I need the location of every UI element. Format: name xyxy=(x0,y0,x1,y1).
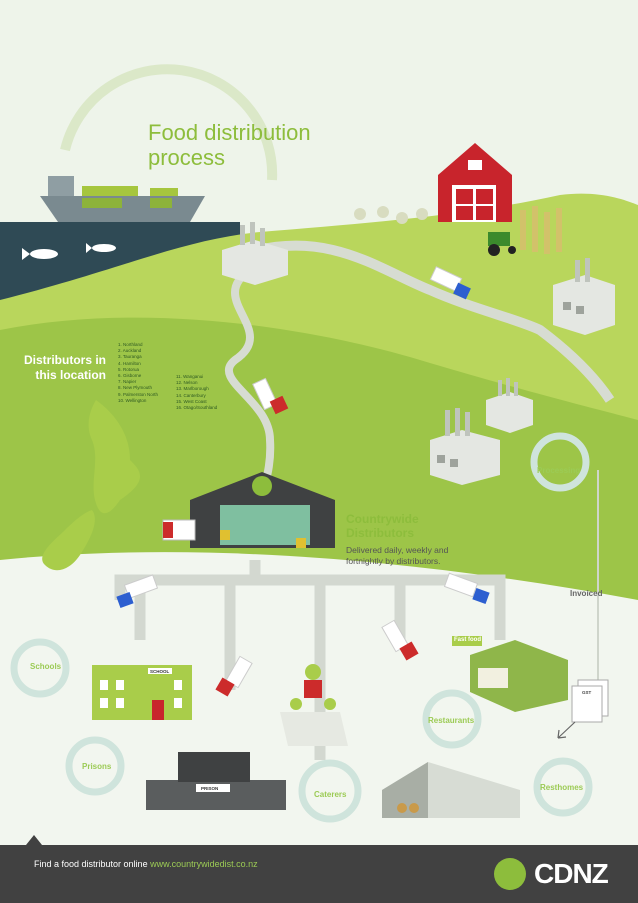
caterer-icon xyxy=(280,664,348,746)
gst-invoice-icon xyxy=(571,679,609,723)
road-branches xyxy=(134,560,406,760)
region-item: 8. New Plymouth xyxy=(118,385,153,391)
footer-notch xyxy=(26,835,42,845)
chicken-icon xyxy=(354,206,428,224)
footer-bar xyxy=(0,845,638,903)
processing-ring xyxy=(530,432,590,492)
footer-text: Find a food distributor online www.count… xyxy=(34,859,258,869)
school-sign: SCHOOL xyxy=(150,669,170,674)
region-item: 11. Wanganui xyxy=(176,374,204,379)
restaurants-ring xyxy=(422,689,482,749)
nz-map-icon xyxy=(42,400,140,571)
region-item: 4. Hamilton xyxy=(118,360,141,366)
barn-icon xyxy=(438,143,512,222)
tractor-icon xyxy=(488,232,516,256)
page-title: Food distribution process xyxy=(148,120,311,170)
logo-mark xyxy=(494,858,526,890)
region-item: 16. Otago/Southland xyxy=(176,405,218,411)
region-item: 3. Tauranga xyxy=(118,354,142,360)
schools-label: Schools xyxy=(30,662,62,671)
title-arc xyxy=(60,64,278,181)
region-item: 10. Wellington xyxy=(118,397,147,403)
factory-icon xyxy=(553,258,615,335)
factory-icon xyxy=(430,408,500,485)
processing-label: Processing xyxy=(537,466,581,475)
factory-icon xyxy=(486,378,533,433)
restaurant-icon xyxy=(452,636,568,712)
region-item: 14. Canterbury xyxy=(176,392,206,398)
footer-caption: Find a food distributor online xyxy=(34,859,148,869)
distributors-heading: Distributors in this location xyxy=(23,353,106,382)
region-item: 15. West Coast xyxy=(176,398,207,404)
region-item: 9. Palmerston North xyxy=(118,391,159,397)
prison-icon xyxy=(146,752,286,810)
region-list-right: 11. Wanganui 12. Nelson 13. Marlborough … xyxy=(176,374,217,411)
region-item: 5. Rotorua xyxy=(118,366,140,372)
school-icon xyxy=(92,665,192,720)
truck-icon xyxy=(443,572,490,605)
region-item: 12. Nelson xyxy=(176,380,198,386)
arrow-icon xyxy=(557,721,576,739)
warehouse-icon xyxy=(162,472,335,548)
road-distribution xyxy=(114,574,506,640)
region-item: 13. Marlborough xyxy=(176,386,209,392)
truck-icon xyxy=(381,619,419,661)
countrywide-title: Countrywide Distributors xyxy=(346,512,419,540)
caterers-ring xyxy=(298,759,362,823)
region-item: 1. Northland xyxy=(118,342,143,347)
region-item: 7. Napier xyxy=(118,379,137,385)
resthomes-ring xyxy=(533,757,593,817)
caterers-label: Caterers xyxy=(314,790,347,799)
region-list-left: 1. Northland 2. Auckland 3. Tauranga 4. … xyxy=(118,342,158,404)
fish-icon xyxy=(22,243,116,260)
prisons-ring xyxy=(65,736,125,796)
schools-ring xyxy=(10,638,70,698)
factory-icon xyxy=(222,222,288,285)
road-mid xyxy=(224,266,275,501)
prison-sign: PRISON xyxy=(201,786,219,791)
truck-icon xyxy=(429,266,471,300)
cargo-ship-icon xyxy=(40,176,205,222)
resthome-icon xyxy=(382,762,520,818)
resthomes-label: Resthomes xyxy=(540,783,584,792)
truck-icon xyxy=(116,574,159,609)
restaurants-label: Restaurants xyxy=(428,716,475,725)
region-item: 2. Auckland xyxy=(118,348,142,354)
truck-icon xyxy=(215,655,253,697)
road-top xyxy=(248,240,615,403)
truck-icon xyxy=(252,377,289,415)
prisons-label: Prisons xyxy=(82,762,112,771)
cdnz-logo: CDNZ xyxy=(534,858,609,889)
footer-link[interactable]: www.countrywidedist.co.nz xyxy=(150,859,258,869)
fast-food-sign: Fast food xyxy=(454,637,481,643)
countrywide-subtitle: Delivered daily, weekly and fortnightly … xyxy=(346,545,449,566)
region-item: 6. Gisborne xyxy=(118,373,142,379)
invoiced-label: Invoiced xyxy=(570,589,603,598)
corn-field-icon xyxy=(520,206,562,254)
gst-sign: GST xyxy=(582,690,592,695)
